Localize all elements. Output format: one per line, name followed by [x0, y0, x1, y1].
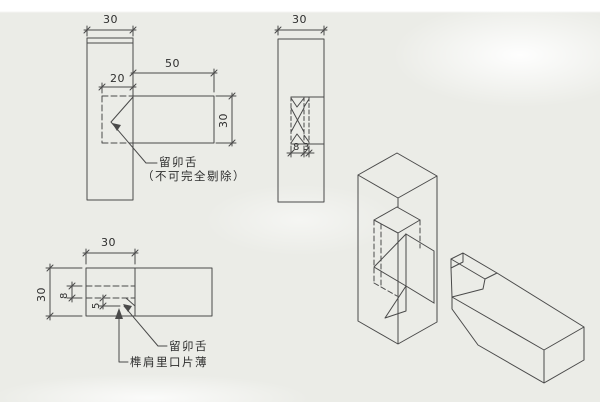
side-dim-rail-height: 30 [35, 287, 48, 302]
side-dim-tongue-height: 5 [91, 302, 102, 309]
plan-label-tongue-note: （不可完全剔除） [142, 169, 246, 183]
plan-view-lines [83, 25, 237, 201]
plan-label-tongue: 留卯舌 [159, 155, 198, 169]
side-label-tongue: 留卯舌 [169, 339, 208, 353]
side-view-lines [45, 248, 213, 363]
side-dim-post-width: 30 [101, 236, 116, 249]
front-dim-lip-width: 3 [303, 142, 310, 153]
side-label-shoulder: 榫肩里口片薄 [130, 355, 208, 369]
plan-dim-mortise-depth: 20 [110, 72, 125, 85]
front-view-lines [274, 25, 328, 203]
plan-dim-post-width: 30 [103, 13, 118, 26]
plan-dim-rail-width: 30 [217, 113, 230, 128]
iso-post-lines [357, 152, 438, 345]
front-dim-mortise-width: 8 [293, 142, 300, 153]
side-dim-tenon-thickness: 8 [59, 292, 70, 299]
plan-dim-tenon-length: 50 [165, 57, 180, 70]
front-dim-post-width: 30 [292, 13, 307, 26]
iso-rail-lines [450, 252, 585, 384]
